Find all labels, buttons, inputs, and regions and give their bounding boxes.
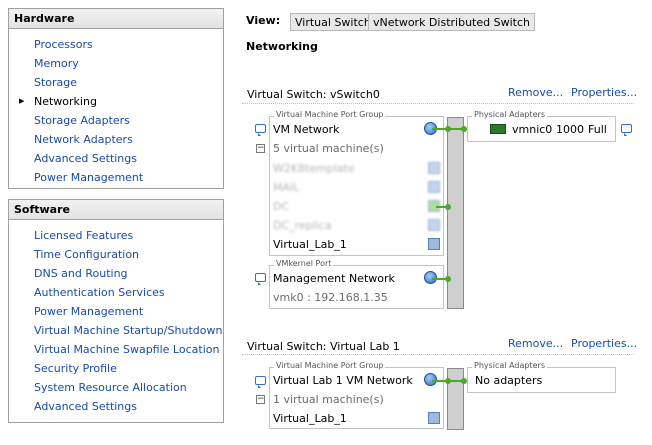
vm-icon <box>428 238 440 250</box>
properties-link[interactable]: Properties... <box>571 86 638 99</box>
software-item-vm-startup[interactable]: Virtual Machine Startup/Shutdown <box>34 324 223 337</box>
adapter-name[interactable]: vmnic0 <box>512 123 553 136</box>
software-item-authentication[interactable]: Authentication Services <box>34 286 165 299</box>
vm-item[interactable]: DC <box>273 200 290 213</box>
selected-bullet-icon: ▶ <box>19 97 25 105</box>
vm-item[interactable]: W2K8template <box>273 162 355 175</box>
hardware-header: Hardware <box>9 9 223 29</box>
port-group-legend: Virtual Machine Port Group <box>274 110 386 119</box>
switch-bus <box>447 117 464 309</box>
divider <box>242 354 634 355</box>
vm-item[interactable]: MAIL <box>273 181 300 194</box>
view-virtual-switch-button[interactable]: Virtual Switch <box>290 13 376 31</box>
software-item-licensed-features[interactable]: Licensed Features <box>34 229 134 242</box>
page-title: Networking <box>246 40 318 53</box>
remove-link[interactable]: Remove... <box>508 337 564 350</box>
adapters-legend: Physical Adapters <box>472 110 547 119</box>
vm-icon <box>428 412 440 424</box>
divider <box>242 103 634 104</box>
software-header: Software <box>9 200 223 220</box>
port-group-legend: Virtual Machine Port Group <box>274 361 386 370</box>
hardware-panel: Hardware Processors Memory Storage ▶Netw… <box>8 8 224 189</box>
network-globe-icon <box>424 373 437 386</box>
vm-item[interactable]: Virtual_Lab_1 <box>273 412 347 425</box>
wire-dot <box>445 204 451 210</box>
collapse-toggle[interactable]: − <box>256 143 265 153</box>
hardware-item-processors[interactable]: Processors <box>34 38 93 51</box>
properties-link[interactable]: Properties... <box>571 337 638 350</box>
wire-dot <box>461 378 467 384</box>
vm-item[interactable]: DC_replica <box>273 219 332 232</box>
comment-icon[interactable] <box>255 124 266 136</box>
hardware-item-networking[interactable]: ▶Networking <box>9 92 223 111</box>
software-item-time-configuration[interactable]: Time Configuration <box>34 248 140 261</box>
vmkernel-name: Management Network <box>273 272 395 285</box>
network-globe-icon <box>424 271 437 284</box>
hardware-item-storage-adapters[interactable]: Storage Adapters <box>34 114 130 127</box>
hardware-item-advanced-settings[interactable]: Advanced Settings <box>34 152 137 165</box>
hardware-item-network-adapters[interactable]: Network Adapters <box>34 133 133 146</box>
switch-title: Virtual Switch: Virtual Lab 1 <box>247 340 400 353</box>
comment-icon[interactable] <box>255 273 266 285</box>
software-item-vm-swapfile[interactable]: Virtual Machine Swapfile Location <box>34 343 220 356</box>
remove-link[interactable]: Remove... <box>508 86 564 99</box>
hardware-item-storage[interactable]: Storage <box>34 76 78 89</box>
collapse-toggle[interactable]: − <box>256 394 265 404</box>
vm-icon <box>428 219 440 231</box>
view-distributed-switch-button[interactable]: vNetwork Distributed Switch <box>368 13 535 31</box>
wire-dot <box>461 126 467 132</box>
vm-port-group-box: Virtual Machine Port Group <box>269 361 444 429</box>
vm-count: 1 virtual machine(s) <box>273 393 384 406</box>
vmkernel-legend: VMkernel Port <box>274 259 334 268</box>
vmkernel-port-box: VMkernel Port <box>269 259 444 309</box>
physical-adapters-box: Physical Adapters <box>467 361 616 393</box>
wire-dot <box>445 126 451 132</box>
vm-item[interactable]: Virtual_Lab_1 <box>273 238 347 251</box>
software-item-power-management[interactable]: Power Management <box>34 305 144 318</box>
port-group-name: Virtual Lab 1 VM Network <box>273 374 413 387</box>
vm-port-group-box: Virtual Machine Port Group <box>269 110 444 256</box>
wire-dot <box>445 378 451 384</box>
wire <box>436 206 450 208</box>
software-item-advanced-settings[interactable]: Advanced Settings <box>34 400 137 413</box>
port-group-name: VM Network <box>273 123 340 136</box>
vm-count: 5 virtual machine(s) <box>273 142 384 155</box>
software-item-resource-allocation[interactable]: System Resource Allocation <box>34 381 187 394</box>
comment-icon[interactable] <box>621 124 632 136</box>
switch-bus <box>447 368 464 430</box>
network-card-icon <box>490 124 506 134</box>
vmkernel-ip: vmk0 : 192.168.1.35 <box>273 291 388 304</box>
adapter-duplex: Full <box>588 123 607 136</box>
hardware-item-memory[interactable]: Memory <box>34 57 79 70</box>
vm-icon <box>428 162 440 174</box>
hardware-item-power-management[interactable]: Power Management <box>34 171 144 184</box>
software-item-security-profile[interactable]: Security Profile <box>34 362 117 375</box>
switch-title: Virtual Switch: vSwitch0 <box>247 88 380 101</box>
comment-icon[interactable] <box>255 376 266 388</box>
vm-icon <box>428 181 440 193</box>
software-item-dns-routing[interactable]: DNS and Routing <box>34 267 128 280</box>
adapter-speed: 1000 <box>556 123 584 136</box>
view-label: View: <box>246 14 281 27</box>
software-panel: Software Licensed Features Time Configur… <box>8 199 224 423</box>
adapters-legend: Physical Adapters <box>472 361 547 370</box>
wire-dot <box>445 276 451 282</box>
wire <box>432 278 450 280</box>
no-adapters-text: No adapters <box>475 374 543 387</box>
